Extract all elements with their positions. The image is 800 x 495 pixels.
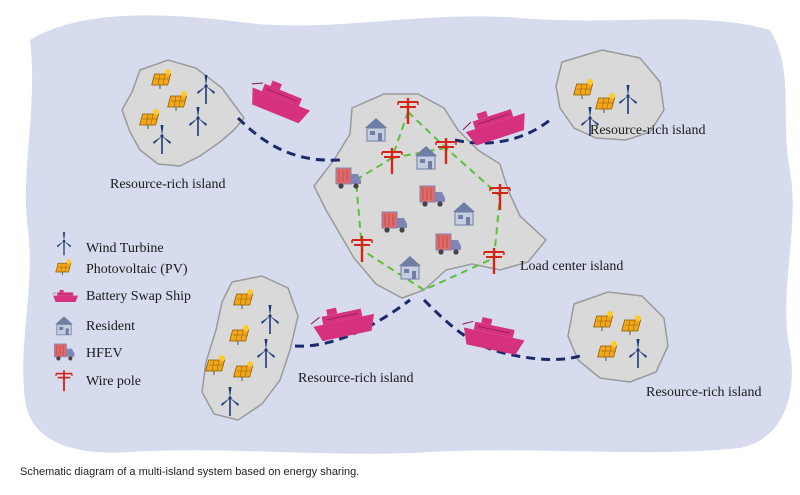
label-island-ne: Resource-rich island [590,123,705,138]
label-load-center: Load center island [520,259,623,274]
route-sw [294,298,411,348]
power-grid [354,111,502,292]
route-ne [454,118,551,145]
legend-hfev-label: HFEV [86,346,123,361]
island-nw [121,59,245,167]
legend: Wind Turbine Photovoltaic (PV) Battery S… [52,231,191,393]
legend-ship-label: Battery Swap Ship [86,289,191,304]
route-se [422,298,581,361]
label-island-se: Resource-rich island [646,385,761,400]
legend-pv-label: Photovoltaic (PV) [86,262,188,277]
legend-wind-label: Wind Turbine [86,241,164,256]
legend-pole-label: Wire pole [86,374,141,389]
label-island-nw: Resource-rich island [110,177,225,192]
legend-resident-label: Resident [86,319,135,334]
label-island-sw: Resource-rich island [298,371,413,386]
multi-island-diagram: Resource-rich island Resource-rich islan… [23,15,793,454]
island-sw [201,275,299,421]
island-se [567,291,669,383]
figure-caption: Schematic diagram of a multi-island syst… [20,466,360,478]
